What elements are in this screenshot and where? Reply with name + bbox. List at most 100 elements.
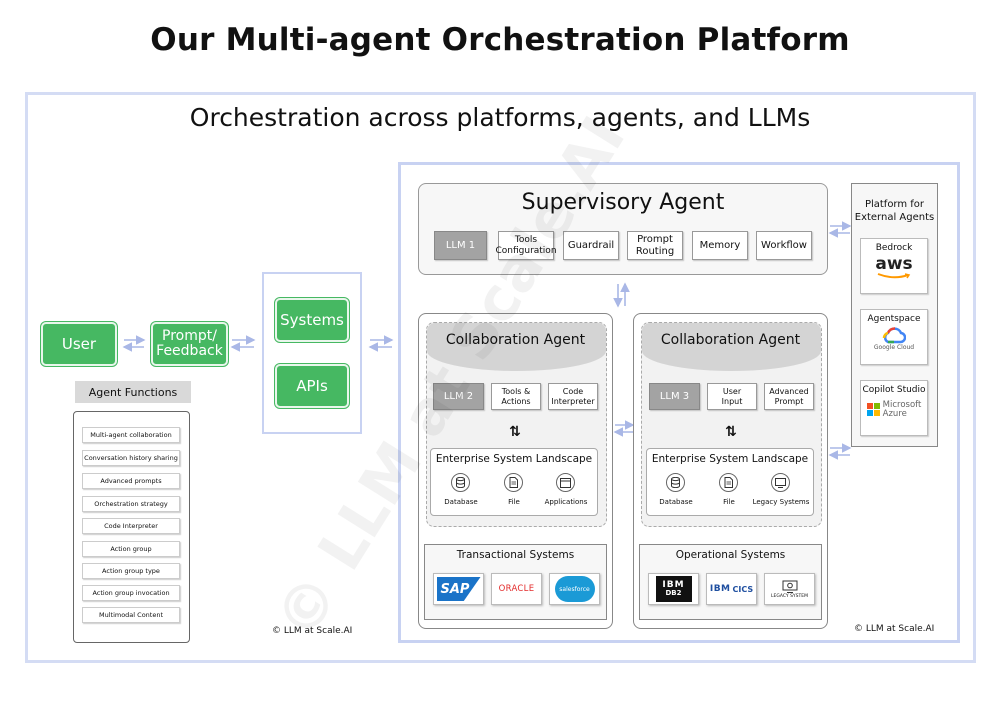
tools-configuration-chip[interactable]: Tools Configuration	[495, 231, 557, 260]
systems-node[interactable]: Systems	[275, 298, 349, 342]
google-cloud-icon	[882, 327, 906, 344]
chip-label: Routing	[635, 245, 675, 257]
aws-smile-icon	[877, 273, 911, 279]
collab-left-banner	[427, 323, 606, 371]
google-cloud-text: Google Cloud	[873, 344, 915, 351]
function-item: Code Interpreter	[82, 518, 180, 534]
chip-label: Interpreter	[551, 396, 595, 406]
chip-label: Guardrail	[567, 239, 615, 251]
subtitle: Orchestration across platforms, agents, …	[189, 103, 811, 132]
user-node[interactable]: User	[41, 322, 117, 366]
chip-label: Prompt	[774, 396, 804, 406]
outer-frame	[25, 92, 976, 663]
copyright-right: © LLM at Scale.AI	[854, 624, 935, 634]
file-label: File	[508, 498, 520, 506]
aws-logo: aws	[875, 254, 913, 274]
chip-label: Memory	[699, 239, 741, 251]
function-item: Multi-agent collaboration	[82, 427, 180, 443]
legacy-system-logo: LEGACY SYSTEM	[764, 573, 815, 605]
copilot-studio-card[interactable]: Copilot Studio Microsoft Azure	[860, 380, 928, 436]
function-item: Multimodal Content	[82, 607, 180, 623]
agentspace-card[interactable]: Agentspace Google Cloud	[860, 309, 928, 365]
external-agents-title: Platform for External Agents	[852, 198, 937, 224]
user-input-chip[interactable]: User Input	[707, 383, 757, 410]
external-title-line1: Platform for	[864, 199, 925, 210]
chip-label: Code	[562, 387, 584, 397]
chip-label: LLM 1	[445, 239, 476, 251]
systems-label: Systems	[280, 311, 344, 329]
external-title-line2: External Agents	[854, 212, 935, 223]
agentspace-label: Agentspace	[867, 314, 921, 324]
chip-label: Prompt	[637, 234, 673, 245]
ibm-text: IBM	[662, 579, 685, 590]
applications-icon	[556, 473, 575, 492]
microsoft-logo-icon	[866, 403, 880, 417]
sap-logo-text: SAP	[436, 577, 481, 601]
sap-logo: SAP	[433, 573, 484, 605]
azure-text: Azure	[882, 408, 907, 419]
guardrail-chip[interactable]: Guardrail	[563, 231, 619, 260]
llm1-chip[interactable]: LLM 1	[434, 231, 487, 260]
collab-left-title: Collaboration Agent	[445, 332, 586, 348]
copyright-left: © LLM at Scale.AI	[272, 626, 353, 636]
workflow-chip[interactable]: Workflow	[756, 231, 812, 260]
operational-systems-title: Operational Systems	[675, 549, 786, 561]
updown-arrows-icon: ⇅	[509, 424, 521, 440]
collab-right-title: Collaboration Agent	[660, 332, 801, 348]
user-label: User	[61, 335, 97, 353]
updown-arrows-icon: ⇅	[725, 424, 737, 440]
chip-label: Actions	[501, 396, 531, 406]
code-interpreter-chip[interactable]: Code Interpreter	[548, 383, 598, 410]
main-title: Our Multi-agent Orchestration Platform	[150, 22, 850, 58]
cics-text: CICS	[732, 584, 754, 594]
landscape-left-title: Enterprise System Landscape	[435, 453, 593, 465]
applications-label: Applications	[544, 498, 588, 506]
llm3-chip[interactable]: LLM 3	[649, 383, 700, 410]
apis-node[interactable]: APIs	[275, 364, 349, 408]
database-label: Database	[444, 498, 478, 506]
microsoft-text: Microsoft	[882, 400, 922, 410]
oracle-logo: ORACLE	[491, 573, 542, 605]
function-item: Conversation history sharing	[82, 450, 180, 466]
function-item: Advanced prompts	[82, 473, 180, 489]
supervisory-agent-title: Supervisory Agent	[521, 190, 725, 215]
advanced-prompt-chip[interactable]: Advanced Prompt	[764, 383, 814, 410]
bedrock-label: Bedrock	[875, 243, 913, 253]
tools-actions-chip[interactable]: Tools & Actions	[491, 383, 541, 410]
file-label: File	[723, 498, 735, 506]
memory-chip[interactable]: Memory	[692, 231, 748, 260]
bedrock-card[interactable]: Bedrock aws	[860, 238, 928, 294]
chip-label: Configuration	[495, 245, 557, 256]
file-icon	[504, 473, 523, 492]
chip-label: Workflow	[761, 239, 807, 251]
function-item: Orchestration strategy	[82, 496, 180, 512]
apis-label: APIs	[296, 377, 328, 395]
legacy-system-text: LEGACY SYSTEM	[770, 593, 808, 599]
chip-label: Input	[721, 396, 743, 406]
llm2-chip[interactable]: LLM 2	[433, 383, 484, 410]
legacy-systems-icon	[771, 473, 790, 492]
prompt-routing-chip[interactable]: Prompt Routing	[627, 231, 683, 260]
db2-text: DB2	[665, 589, 682, 598]
ibm-cics-logo: IBM CICS	[706, 573, 757, 605]
database-icon	[451, 473, 470, 492]
landscape-right-title: Enterprise System Landscape	[651, 453, 809, 465]
ibm-text: IBM	[709, 584, 731, 594]
ibm-db2-logo: IBM DB2	[648, 573, 699, 605]
legacy-systems-label: Legacy Systems	[752, 498, 810, 506]
function-item: Action group	[82, 541, 180, 557]
salesforce-logo-text: salesforce	[554, 576, 595, 602]
chip-label: Tools	[514, 235, 538, 246]
agent-functions-list: Multi-agent collaboration Conversation h…	[73, 411, 190, 643]
prompt-feedback-node[interactable]: Prompt/ Feedback	[151, 322, 228, 366]
file-icon	[719, 473, 738, 492]
prompt-label-line2: Feedback	[156, 343, 223, 359]
chip-label: User	[722, 387, 742, 397]
chip-label: Tools &	[501, 387, 531, 397]
external-agents-panel: Platform for External Agents Bedrock aws…	[851, 183, 938, 447]
database-label: Database	[659, 498, 693, 506]
function-item: Action group type	[82, 563, 180, 579]
salesforce-logo: salesforce	[549, 573, 600, 605]
transactional-systems-title: Transactional Systems	[456, 549, 575, 561]
prompt-label-line1: Prompt/	[162, 327, 217, 344]
